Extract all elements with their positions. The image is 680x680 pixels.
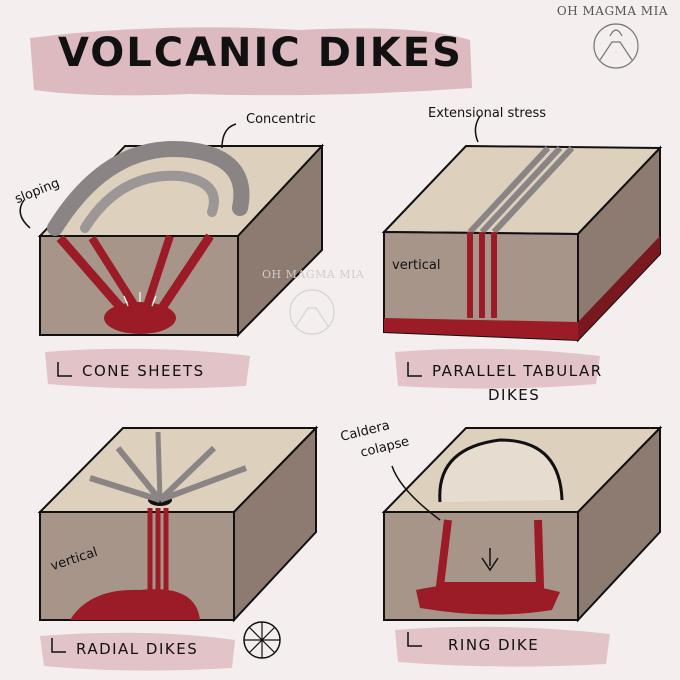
parallel-caption-line1: PARALLEL TABULAR <box>432 362 603 380</box>
caption-band-parallel <box>395 348 600 389</box>
wheel-icon <box>243 621 281 659</box>
page-title: VOLCANIC DIKES <box>58 30 463 76</box>
parallel-caption-arrow <box>407 362 422 377</box>
brand-name: OH MAGMA MIA <box>556 4 668 18</box>
radial-dikes-caption: RADIAL DIKES <box>76 640 199 658</box>
caldera-arrow <box>391 465 441 521</box>
watermark-logo-icon <box>289 289 335 335</box>
extensional-stress-label: Extensional stress <box>428 106 547 121</box>
stress-arrow <box>474 115 481 143</box>
caption-band-cone <box>45 348 250 389</box>
radial-dikes-block <box>37 425 319 623</box>
parallel-dikes-block <box>381 144 663 343</box>
ring-dike-caption: RING DIKE <box>448 636 540 654</box>
parallel-caption-line2: DIKES <box>488 386 541 404</box>
cone-sheets-block <box>37 141 325 338</box>
concentric-label: Concentric <box>246 112 316 127</box>
title-band <box>30 27 472 96</box>
ring-caption-arrow <box>407 632 422 647</box>
cone-sheets-caption: CONE SHEETS <box>82 362 205 380</box>
sloping-arrow <box>19 199 31 229</box>
concentric-arrow <box>221 123 237 149</box>
caption-band-radial <box>40 632 235 671</box>
parallel-vertical-label: vertical <box>392 258 441 273</box>
watermark-text: OH MAGMA MIA <box>262 268 365 281</box>
cone-caption-arrow <box>57 362 72 377</box>
caption-band-ring <box>395 626 610 667</box>
ring-dike-block <box>381 425 663 623</box>
radial-caption-arrow <box>51 638 66 653</box>
volcano-logo-icon <box>593 23 639 69</box>
